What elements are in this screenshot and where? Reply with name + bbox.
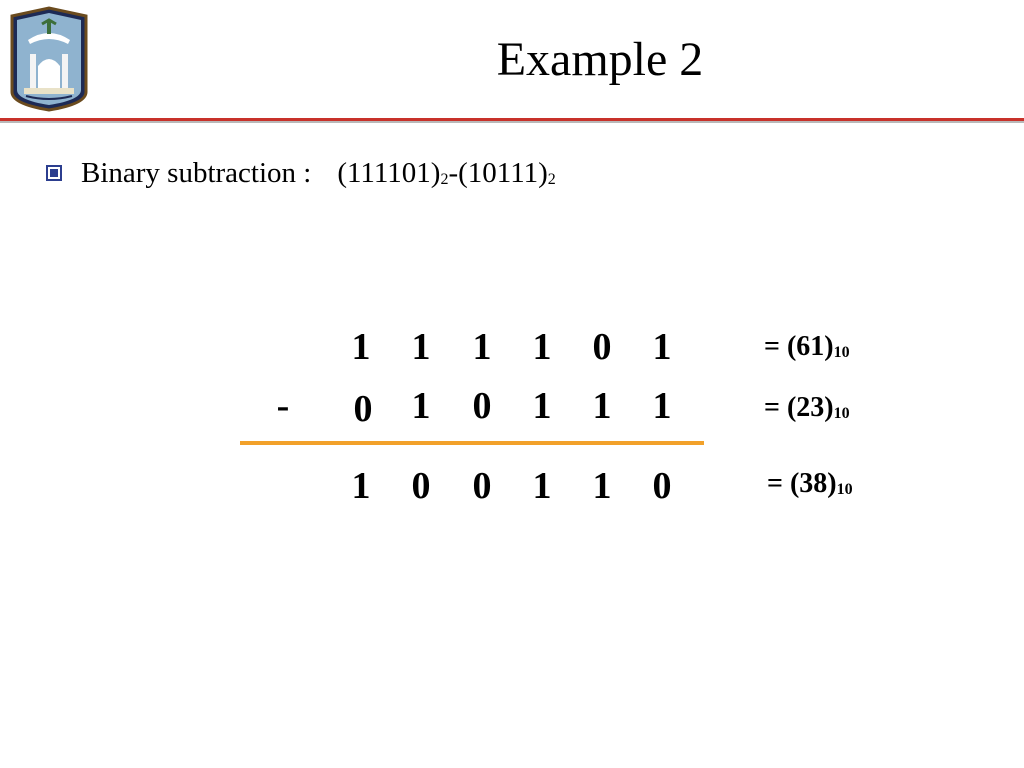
difference-digit: 1: [351, 465, 371, 507]
difference-digit: 0: [472, 465, 492, 507]
operand2-base: 2: [547, 170, 556, 188]
bullet-label: Binary subtraction :: [81, 156, 312, 189]
operator: -: [448, 156, 459, 189]
equivalent-base: 10: [833, 344, 850, 361]
minuend-digit: 0: [592, 326, 612, 368]
operand2: (10111): [458, 156, 548, 189]
operand1: (111101): [337, 156, 441, 189]
title-divider-red: [0, 118, 1024, 121]
sum-line: [240, 441, 704, 445]
minuend-digit: 1: [652, 326, 672, 368]
difference-digit: 0: [411, 465, 431, 507]
minuend-digit: 1: [472, 326, 492, 368]
university-logo: [10, 6, 88, 112]
decimal-equivalent-difference: = (38)10: [767, 466, 853, 508]
operand1-base: 2: [440, 170, 449, 188]
equivalent-text: = (61): [764, 331, 834, 362]
subtrahend-digit: 1: [532, 385, 552, 427]
subtrahend-digit: 0: [472, 385, 492, 427]
square-bullet-icon: [46, 165, 62, 181]
difference-digit: 0: [652, 465, 672, 507]
title-divider-grey: [0, 121, 1024, 123]
minuend-digit: 1: [411, 326, 431, 368]
equivalent-base: 10: [833, 405, 850, 422]
decimal-equivalent-subtrahend: = (23)10: [764, 390, 850, 432]
slide-title: Example 2: [496, 33, 704, 86]
minuend-digit: 1: [351, 326, 371, 368]
subtrahend-digit: 1: [592, 385, 612, 427]
equivalent-text: = (38): [767, 468, 837, 499]
bullet-item: Binary subtraction : (111101)2-(10111)2: [46, 155, 556, 191]
subtrahend-digit: 1: [652, 385, 672, 427]
subtrahend-digit: 1: [411, 385, 431, 427]
decimal-equivalent-minuend: = (61)10: [764, 329, 850, 371]
minus-sign: -: [276, 385, 290, 427]
bullet-expression: (111101)2-(10111)2: [337, 157, 555, 190]
difference-digit: 1: [532, 465, 552, 507]
equivalent-base: 10: [836, 481, 853, 498]
equivalent-text: = (23): [764, 392, 834, 423]
subtrahend-digit: 0: [353, 388, 373, 430]
difference-digit: 1: [592, 465, 612, 507]
minuend-digit: 1: [532, 326, 552, 368]
